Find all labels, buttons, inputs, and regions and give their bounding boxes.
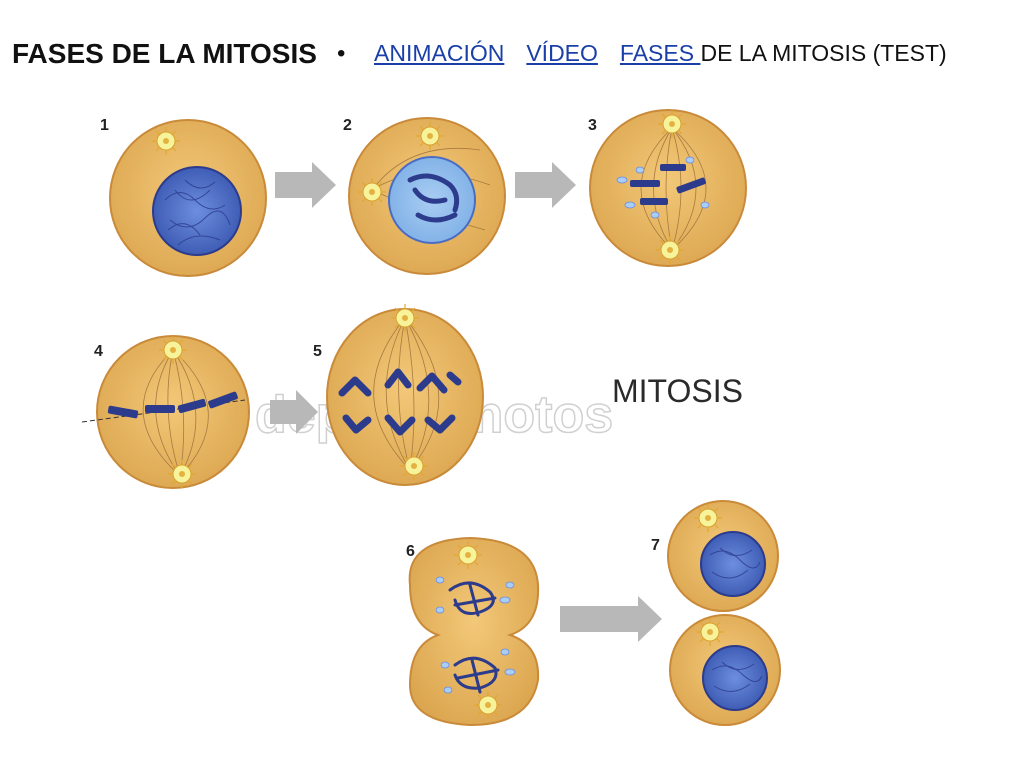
- bullet-marker: •: [337, 40, 346, 67]
- cell-stage-1: [109, 119, 267, 277]
- arrow-4-to-5: [270, 390, 318, 434]
- cell-stage-4: [81, 335, 250, 489]
- stage-number-7: 7: [651, 537, 660, 554]
- mitosis-label: MITOSIS: [612, 373, 743, 409]
- cell-stage-2: [348, 117, 506, 275]
- links-line: ANIMACIÓN VÍDEO FASES DE LA MITOSIS (TEST): [374, 40, 947, 67]
- arrow-1-to-2: [275, 162, 336, 208]
- stage-number-6: 6: [406, 543, 415, 560]
- stage-number-3: 3: [588, 117, 597, 134]
- stage-number-4: 4: [94, 343, 103, 360]
- cell-stage-5: [326, 303, 484, 486]
- cell-stage-3: [589, 109, 747, 267]
- cell-stage-7-bottom: [669, 614, 781, 726]
- animacion-link[interactable]: ANIMACIÓN: [374, 40, 505, 66]
- fases-link[interactable]: FASES: [619, 40, 701, 66]
- arrow-2-to-3: [515, 162, 576, 208]
- stage-number-1: 1: [100, 117, 109, 134]
- cell-stage-7-top: [667, 500, 779, 612]
- page-title: FASES DE LA MITOSIS: [12, 38, 317, 69]
- stage-number-5: 5: [313, 343, 322, 360]
- cell-stage-6: [408, 536, 540, 727]
- video-link[interactable]: VÍDEO: [526, 40, 598, 66]
- test-text: DE LA MITOSIS (TEST): [700, 40, 947, 66]
- arrow-6-to-7: [560, 596, 662, 642]
- stage-number-2: 2: [343, 117, 352, 134]
